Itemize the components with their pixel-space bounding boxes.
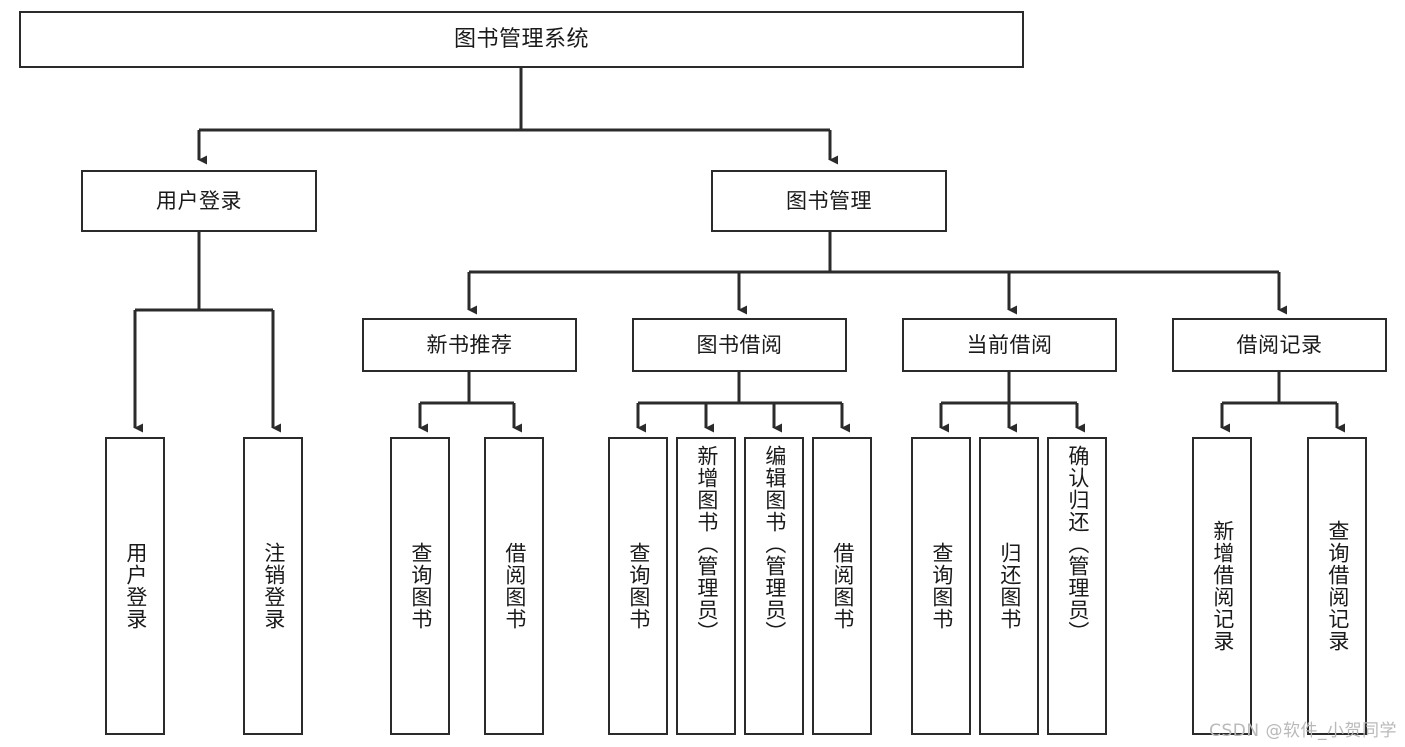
leaf-user-login[interactable]: 用户登录 — [105, 437, 165, 735]
node-label: 归还图书 — [997, 542, 1022, 630]
node-label: 图书借阅 — [696, 332, 783, 357]
node-new-book-recommend[interactable]: 新书推荐 — [362, 318, 577, 372]
leaf-return-book[interactable]: 归还图书 — [979, 437, 1039, 735]
leaf-add-book-admin[interactable]: 新增图书（管理员） — [676, 437, 736, 735]
node-label: 新增借阅记录 — [1210, 520, 1235, 652]
node-label: 确认归还（管理员） — [1065, 445, 1090, 643]
node-label: 借阅记录 — [1236, 332, 1323, 357]
node-current-borrow[interactable]: 当前借阅 — [902, 318, 1117, 372]
leaf-logout[interactable]: 注销登录 — [243, 437, 303, 735]
node-label: 借阅图书 — [502, 542, 527, 630]
leaf-confirm-return-admin[interactable]: 确认归还（管理员） — [1047, 437, 1107, 735]
node-label: 注销登录 — [261, 542, 286, 630]
leaf-new-book-query[interactable]: 查询图书 — [390, 437, 450, 735]
node-book-management[interactable]: 图书管理 — [711, 170, 947, 232]
node-label: 新书推荐 — [426, 332, 513, 357]
node-label: 借阅图书 — [830, 542, 855, 630]
node-label: 查询图书 — [929, 542, 954, 630]
node-label: 图书管理 — [786, 188, 872, 213]
node-user-login[interactable]: 用户登录 — [81, 170, 317, 232]
node-label: 用户登录 — [156, 188, 242, 213]
node-root-book-management-system[interactable]: 图书管理系统 — [19, 11, 1024, 68]
node-label: 新增图书（管理员） — [694, 445, 719, 643]
node-label: 查询图书 — [626, 542, 651, 630]
leaf-borrow-book[interactable]: 借阅图书 — [812, 437, 872, 735]
node-label: 用户登录 — [123, 542, 148, 630]
node-label: 查询借阅记录 — [1325, 520, 1350, 652]
node-label: 当前借阅 — [966, 332, 1053, 357]
leaf-query-borrow-record[interactable]: 查询借阅记录 — [1307, 437, 1367, 735]
node-borrow-record[interactable]: 借阅记录 — [1172, 318, 1387, 372]
leaf-borrow-query-book[interactable]: 查询图书 — [608, 437, 668, 735]
node-label: 编辑图书（管理员） — [762, 445, 787, 643]
leaf-current-query-book[interactable]: 查询图书 — [911, 437, 971, 735]
node-book-borrow[interactable]: 图书借阅 — [632, 318, 847, 372]
node-label: 查询图书 — [408, 542, 433, 630]
leaf-edit-book-admin[interactable]: 编辑图书（管理员） — [744, 437, 804, 735]
leaf-add-borrow-record[interactable]: 新增借阅记录 — [1192, 437, 1252, 735]
node-label: 图书管理系统 — [453, 26, 589, 52]
leaf-new-book-borrow[interactable]: 借阅图书 — [484, 437, 544, 735]
